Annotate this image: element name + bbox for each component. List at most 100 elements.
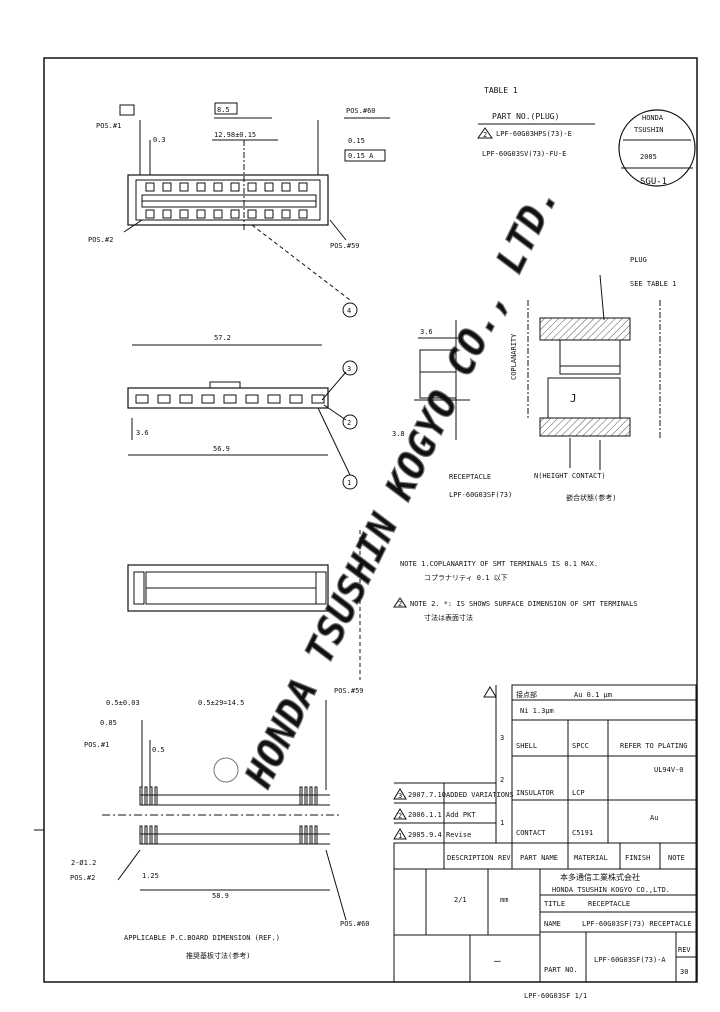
svg-text:COPLANARITY: COPLANARITY: [510, 333, 518, 380]
note-2: NOTE 2. *: IS SHOWS SURFACE DIMENSION OF…: [410, 600, 638, 608]
note-2-tag: 2: [398, 600, 402, 608]
board-pos-2: POS.#2: [70, 874, 95, 882]
board-pad: [309, 825, 313, 845]
label-pos-59: POS.#59: [330, 242, 360, 250]
top-pin: [264, 182, 274, 192]
title-label: TITLE: [544, 900, 565, 908]
note-2-jp: 寸法は表面寸法: [424, 613, 473, 622]
mat-row3-item: SHELL: [516, 742, 537, 750]
name-label: NAME: [544, 920, 561, 928]
footer-code: LPF-60G03SF 1/1: [524, 992, 587, 1000]
rev3-date: 2007.7.10: [408, 791, 446, 799]
balloon-4-text: 4: [347, 307, 351, 315]
board-pad: [144, 786, 148, 806]
board-pad: [304, 825, 308, 845]
dim-width: 12.98±0.15: [214, 131, 256, 139]
rev1-date: 2005.9.4: [408, 831, 442, 839]
top-pin: [230, 209, 240, 219]
rev-triangle: [477, 127, 493, 139]
mat-row2-extra: UL94V-0: [654, 766, 684, 774]
top-pin: [179, 182, 189, 192]
sign-dash: —: [494, 954, 501, 967]
rev2-desc: Add PKT: [446, 811, 476, 819]
tol-1: 0.15: [348, 137, 365, 145]
dim-085: 0.85: [100, 719, 117, 727]
top-pin: [145, 182, 155, 192]
board-pad: [139, 786, 143, 806]
front-pin: [311, 394, 325, 404]
front-pin: [267, 394, 281, 404]
revision-table: [394, 782, 496, 843]
dim-hole: 2-Ø1.2: [71, 859, 96, 867]
board-pad: [144, 825, 148, 845]
receptacle-pn: LPF-60G03SF(73): [449, 491, 512, 499]
stamp-date: 2005: [640, 153, 657, 161]
top-pin: [281, 182, 291, 192]
top-pin: [281, 209, 291, 219]
front-pin: [223, 394, 237, 404]
label-pos-2: POS.#2: [88, 236, 113, 244]
mat-row1-extra: Au: [650, 814, 658, 822]
table-row1: LPF-60G03HPS(73)-E: [496, 130, 572, 138]
mat-row2-item: INSULATOR: [516, 789, 555, 797]
watermark: HONDA TSUSHIN KOGYO CO., LTD.: [236, 178, 568, 796]
receptacle-label: RECEPTACLE: [449, 473, 491, 481]
stamp-code: SGU-1: [640, 177, 667, 187]
note-1-jp: コプラナリティ 0.1 以下: [424, 574, 508, 582]
top-pin: [196, 182, 206, 192]
rev3-no: 3: [398, 792, 402, 800]
front-pin: [245, 394, 259, 404]
board-pad: [314, 786, 318, 806]
top-pin: [213, 209, 223, 219]
datum-box: [119, 104, 135, 116]
front-pin: [179, 394, 193, 404]
plug-ref: SEE TABLE 1: [630, 280, 676, 288]
label-pos-60: POS.#60: [346, 107, 376, 115]
top-pin: [247, 209, 257, 219]
front-pin: [201, 394, 215, 404]
rev3-triangle: [393, 788, 407, 800]
board-pad: [154, 825, 158, 845]
board-pad: [314, 825, 318, 845]
top-plan-view: [123, 117, 351, 301]
approval-stamp: [618, 109, 696, 187]
table-row1-tag: 2: [483, 131, 487, 139]
dim-8-5: 8.5: [217, 106, 230, 114]
side-section: [414, 320, 470, 440]
board-pad: [299, 825, 303, 845]
dim-pitch: 0.5±0.03: [106, 699, 140, 707]
top-pin: [298, 182, 308, 192]
scale: 2/1: [454, 896, 467, 904]
mat-row1-tag: 1: [500, 819, 504, 827]
dim-57-2: 57.2: [214, 334, 231, 342]
mated-jp-label: 嵌合状態(参考): [566, 493, 616, 502]
rev-label: REV: [678, 946, 691, 954]
stamp-line1: HONDA: [642, 114, 664, 122]
note-1: NOTE 1.COPLANARITY OF SMT TERMINALS IS 0…: [400, 560, 598, 568]
balloon-3-text: 3: [347, 365, 351, 373]
hdr-rev: REV: [498, 854, 511, 862]
hdr-finish: FINISH: [625, 854, 650, 862]
dim-total: 58.9: [212, 892, 229, 900]
board-pad: [304, 786, 308, 806]
company-jp: 本多通信工業株式会社: [560, 872, 640, 882]
dim-box-8-5: [214, 102, 238, 115]
sheet-no: 30: [680, 968, 688, 976]
board-view: [102, 700, 347, 921]
top-pin: [145, 209, 155, 219]
table-title: TABLE 1: [484, 86, 518, 95]
rev1-triangle: [393, 828, 407, 840]
mated-assembly: [527, 274, 661, 470]
top-pin: [213, 182, 223, 192]
top-pin: [247, 182, 257, 192]
front-pin: [157, 394, 171, 404]
board-pos-1: POS.#1: [84, 741, 109, 749]
rev2-date: 2006.1.1: [408, 811, 442, 819]
bottom-view: [127, 530, 361, 680]
part-no-label: PART NO.: [544, 966, 578, 974]
dim-3-6: 3.6: [136, 429, 149, 437]
dim-section: 3.6: [420, 328, 433, 336]
top-pin: [162, 182, 172, 192]
rev1-no: 1: [398, 832, 402, 840]
